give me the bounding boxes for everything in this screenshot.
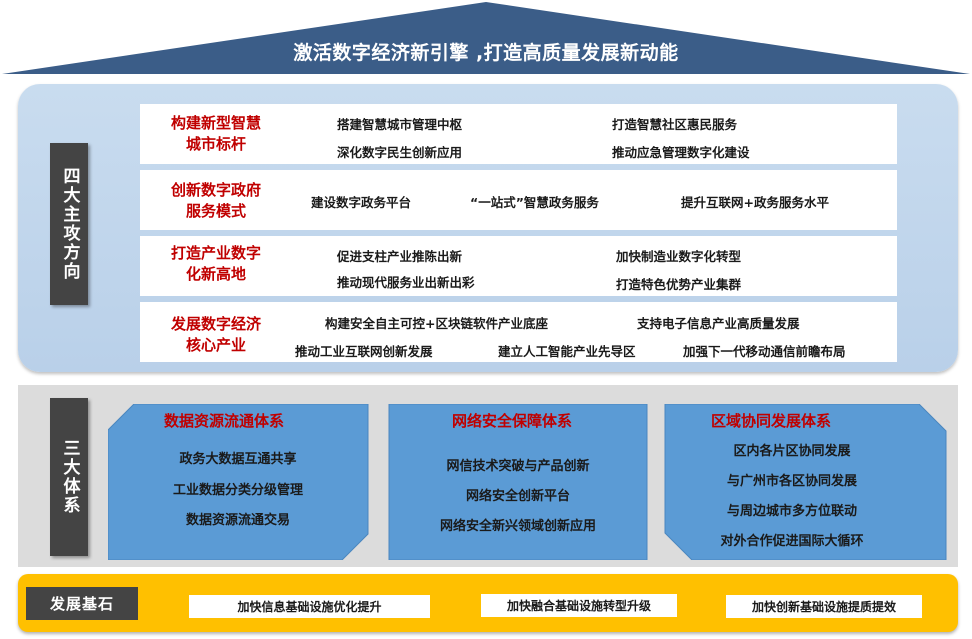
direction-item: “一站式”智慧政务服务: [470, 195, 599, 210]
direction-item: 建立人工智能产业先导区: [498, 344, 636, 359]
direction-item: 加强下一代移动通信前瞻布局: [683, 344, 846, 359]
roof-banner: [2, 2, 970, 74]
direction-item: 推动工业互联网创新发展: [295, 344, 433, 359]
system-title-3: 区域协同发展体系: [711, 412, 832, 430]
systems-label: 三大体系: [50, 398, 88, 556]
system-title-1: 数据资源流通体系: [164, 412, 285, 430]
foundation-item: 加快融合基础设施转型升级: [481, 594, 677, 617]
direction-item: 推动应急管理数字化建设: [612, 145, 750, 160]
direction-item: 搭建智慧城市管理中枢: [337, 117, 463, 132]
direction-item: 加快制造业数字化转型: [616, 249, 742, 264]
direction-title-1: 构建新型智慧城市标杆: [170, 114, 261, 153]
direction-row-1: [140, 104, 897, 164]
direction-row-4: [140, 302, 897, 362]
system-item: 工业数据分类分级管理: [172, 483, 303, 498]
direction-item: 深化数字民生创新应用: [337, 145, 463, 160]
system-item: 对外合作促进国际大循环: [720, 534, 864, 549]
direction-item: 推动现代服务业出新出彩: [337, 275, 475, 290]
direction-row-3: [140, 236, 897, 296]
direction-title-2: 创新数字政府服务模式: [170, 181, 261, 220]
direction-item: 促进支柱产业推陈出新: [337, 249, 463, 264]
system-item: 数据资源流通交易: [185, 513, 290, 528]
direction-row-2: [140, 170, 897, 230]
foundation-item: 加快信息基础设施优化提升: [189, 595, 430, 618]
system-panels-shapes: [108, 404, 947, 560]
system-item: 网信技术突破与产品创新: [446, 459, 590, 474]
direction-title-3: 打造产业数字化新高地: [170, 244, 261, 283]
foundation-item: 加快创新基础设施提质提效: [726, 595, 922, 618]
direction-item: 打造特色优势产业集群: [616, 277, 742, 292]
direction-title-4: 发展数字经济核心产业: [170, 315, 261, 354]
direction-item: 打造智慧社区惠民服务: [612, 117, 738, 132]
system-item: 网络安全创新平台: [465, 489, 570, 504]
system-item: 区内各片区协同发展: [733, 444, 851, 459]
main-directions-label: 四大主攻方向: [50, 143, 88, 305]
direction-item: 建设数字政务平台: [311, 195, 412, 210]
foundation-label: 发展基石: [26, 587, 138, 620]
system-panel-shape-2: [388, 404, 648, 560]
system-item: 网络安全新兴领域创新应用: [439, 519, 596, 534]
direction-item: 支持电子信息产业高质量发展: [637, 316, 800, 331]
system-panel-shape-1: [108, 404, 369, 560]
system-item: 与广州市各区协同发展: [726, 474, 857, 489]
system-item: 政务大数据互通共享: [179, 452, 297, 467]
page-title: 激活数字经济新引擎 ,打造高质量发展新动能: [293, 42, 679, 64]
system-panel-shape-3: [664, 404, 947, 560]
direction-item: 构建安全自主可控+区块链软件产业底座: [325, 316, 548, 331]
direction-item: 提升互联网+政务服务水平: [681, 195, 829, 210]
system-item: 与周边城市多方位联动: [726, 504, 857, 519]
system-title-2: 网络安全保障体系: [452, 412, 573, 430]
